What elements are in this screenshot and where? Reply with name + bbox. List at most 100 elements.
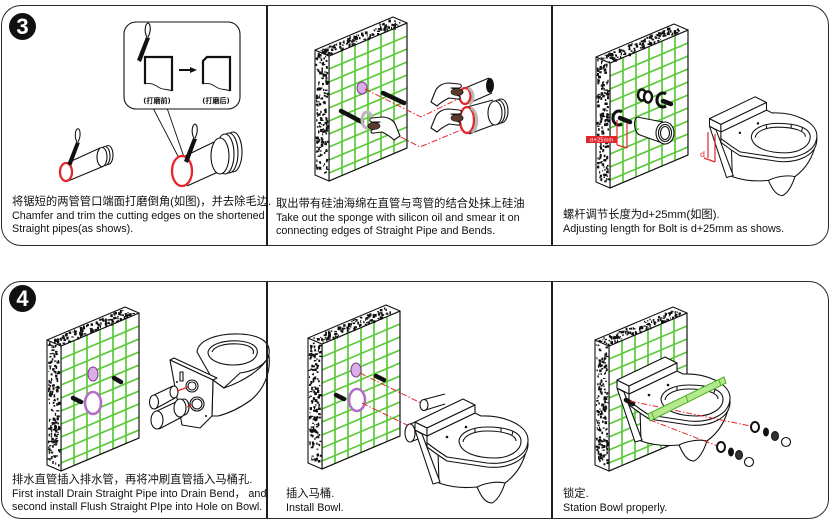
caption-en-line: Install Bowl. bbox=[286, 501, 344, 514]
caption-insert-pipes: 排水直管插入排水管，再将冲刷直管插入马桶孔. First install Dra… bbox=[12, 474, 266, 515]
wall-side-face bbox=[595, 56, 611, 189]
seat-opening bbox=[458, 426, 522, 459]
caption-en-line: First install Drain Straight Pipe into D… bbox=[12, 487, 267, 500]
caption-chamfer-pipes: 将锯短的两管管口端面打磨倒角(如图)，并去除毛边. Chamfer and tr… bbox=[12, 196, 271, 237]
wall-side-face bbox=[307, 337, 323, 470]
caption-en-line: Chamfer and trim the cutting edges on th… bbox=[12, 209, 265, 222]
wall bbox=[595, 23, 689, 189]
caption-en-line: Straight pipes(as shows). bbox=[12, 223, 134, 236]
caption-en-line: Adjusting length for Bolt is d+25mm as s… bbox=[563, 222, 785, 235]
caption-apply-silicon-oil: 取出带有硅油海绵在直管与弯管的结合处抹上硅油 Take out the spon… bbox=[276, 198, 525, 239]
dimension-label-bolt: d+25mm bbox=[590, 138, 614, 144]
fixing-nut-set bbox=[716, 441, 755, 468]
seat-opening bbox=[750, 122, 811, 154]
file-tool-icon bbox=[67, 128, 81, 166]
panel-divider bbox=[551, 6, 553, 245]
straight-pipe bbox=[458, 77, 494, 106]
illustration-install-bowl bbox=[307, 304, 529, 504]
alignment-line bbox=[364, 88, 459, 118]
toilet-rear-view bbox=[148, 333, 270, 430]
alignment-line bbox=[361, 402, 412, 428]
file-tool-icon bbox=[184, 123, 198, 163]
caption-en-line: second install Flush Straight PIpe into … bbox=[12, 501, 263, 514]
short-pipe bbox=[58, 144, 114, 183]
caption-zh: 将锯短的两管管口端面打磨倒角(如图)，并去除毛边. bbox=[12, 196, 272, 208]
lower-bolt-assembly bbox=[611, 109, 633, 127]
tank-block-front bbox=[720, 101, 768, 133]
wall-hung-toilet bbox=[708, 96, 818, 197]
chamfer-mark-red bbox=[170, 154, 194, 188]
tile-grid bbox=[328, 28, 408, 176]
wall-side-face bbox=[314, 49, 330, 182]
illustration-apply-silicon-oil bbox=[314, 16, 509, 182]
caption-zh: 螺杆调节长度为d+25mm(如图). bbox=[563, 209, 720, 221]
illustration-chamfer-pipes: (打磨前) (打磨后) bbox=[58, 21, 243, 188]
step-number-badge: 4 bbox=[9, 285, 36, 312]
mounting-bolt bbox=[70, 395, 84, 405]
callout-box: (打磨前) (打磨后) bbox=[123, 21, 241, 163]
mounting-bolt bbox=[373, 373, 387, 383]
hand-with-sponge bbox=[430, 108, 464, 133]
wall-top-face bbox=[594, 306, 688, 347]
alignment-line bbox=[359, 372, 424, 405]
alignment-line bbox=[629, 400, 756, 428]
caption-zh: 插入马桶. bbox=[286, 488, 335, 500]
label-after-grinding: (打磨后) bbox=[202, 96, 229, 105]
mounting-bolt bbox=[333, 392, 347, 402]
tile-grid bbox=[609, 35, 689, 183]
hand-with-sponge bbox=[430, 82, 464, 107]
upper-bolt-assembly bbox=[636, 88, 674, 109]
caption-zh: 取出带有硅油海绵在直管与弯管的结合处抹上硅油 bbox=[276, 198, 525, 210]
step-3-frame bbox=[1, 5, 829, 246]
label-before-grinding: (打磨前) bbox=[143, 96, 170, 105]
illustration-insert-pipes bbox=[46, 306, 270, 472]
wall bbox=[46, 306, 140, 472]
caption-install-bowl: 插入马桶. Install Bowl. bbox=[286, 488, 344, 515]
pipe-profile-after bbox=[201, 55, 232, 91]
alignment-line bbox=[369, 120, 462, 148]
mounting-bolt bbox=[111, 375, 124, 385]
drain-pipe bbox=[634, 116, 675, 145]
caption-en-line: connecting edges of Straight Pipe and Be… bbox=[276, 225, 496, 238]
flush-straight-pipe bbox=[148, 385, 179, 410]
file-tool-icon bbox=[137, 22, 151, 62]
mounting-bolt bbox=[338, 108, 365, 125]
wall-top-face bbox=[314, 16, 408, 57]
alignment-line bbox=[649, 419, 721, 448]
caption-zh: 锁定. bbox=[563, 488, 589, 500]
wall-top-face bbox=[307, 304, 401, 345]
tile-grid bbox=[321, 316, 401, 464]
chamfer-mark-red bbox=[58, 161, 74, 183]
illustration-secure-bowl bbox=[594, 306, 792, 472]
arrow-right-icon bbox=[179, 67, 197, 73]
caption-en-line: Station Bowl properly. bbox=[563, 501, 668, 514]
step-4-frame bbox=[1, 281, 829, 519]
caption-zh: 排水直管插入排水管，再将冲刷直管插入马桶孔. bbox=[12, 474, 253, 486]
wall-top-face bbox=[595, 23, 689, 64]
fixing-nut-set bbox=[750, 421, 792, 448]
flush-hole bbox=[87, 366, 99, 382]
bolt-length-dimension: d+25mm bbox=[586, 120, 628, 149]
wall bbox=[314, 16, 408, 182]
wall-hung-toilet bbox=[404, 393, 529, 504]
hand-with-sponge bbox=[367, 116, 401, 141]
wall-side-face bbox=[594, 339, 610, 472]
caption-secure-bowl: 锁定. Station Bowl properly. bbox=[563, 488, 667, 515]
drain-hole bbox=[347, 387, 367, 413]
wall-top-face bbox=[46, 306, 140, 347]
illustration-adjust-bolt-length: d+25mm d bbox=[586, 23, 818, 197]
pipe-profile-before bbox=[143, 55, 174, 91]
flush-hole bbox=[356, 81, 368, 95]
drain-straight-pipe bbox=[150, 398, 190, 430]
mounting-bar bbox=[647, 376, 727, 422]
step-number-badge: 3 bbox=[9, 13, 36, 40]
tank-block-front bbox=[628, 362, 678, 395]
mounting-bolt bbox=[380, 90, 407, 106]
panel-divider bbox=[551, 282, 553, 518]
caption-en-line: Take out the sponge with silicon oil and… bbox=[276, 211, 520, 224]
panel-divider bbox=[266, 282, 268, 518]
caption-adjust-bolt-length: 螺杆调节长度为d+25mm(如图). Adjusting length for … bbox=[563, 209, 784, 236]
bend-pipe bbox=[458, 98, 509, 135]
long-pipe bbox=[170, 131, 243, 188]
